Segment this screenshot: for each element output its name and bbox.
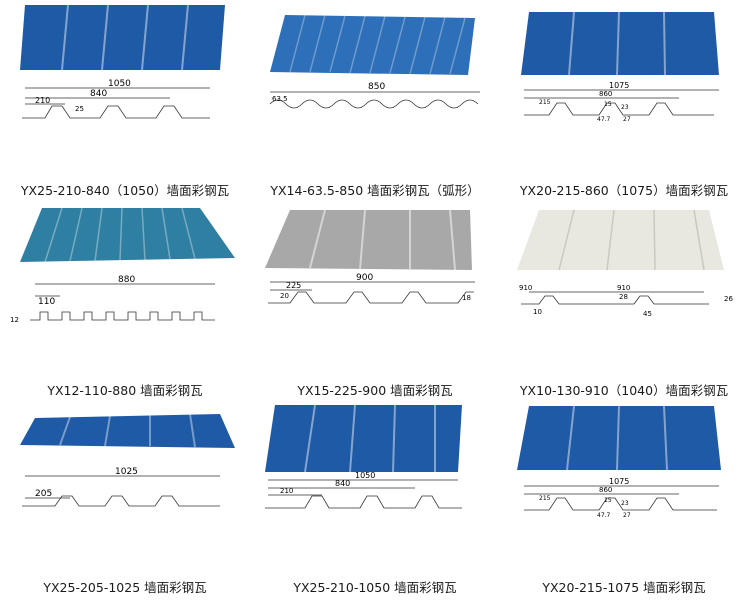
dim-label: 18 [462,294,471,302]
dim-label: 47.7 [597,512,611,519]
product-image: 1050 840 210 [265,404,462,509]
dim-label: 225 [286,281,301,290]
product-image: 900 225 20 18 [265,209,475,304]
roof-panel [517,406,721,470]
dim-label: 1050 [355,471,375,480]
dim-label: 850 [368,82,385,92]
product-caption: YX25-210-840（1050）墙面彩钢瓦 [20,183,230,198]
dim-label: 23 [621,500,629,507]
dim-label: 910 [617,284,630,292]
dim-label: 12 [10,316,19,324]
roof-panel [517,210,724,270]
roof-panel [20,208,235,262]
dim-label: 15 [604,101,612,108]
dim-label: 27 [623,512,631,519]
product-caption: YX20-215-860（1075）墙面彩钢瓦 [519,183,729,198]
dim-label: 1025 [115,467,138,477]
product-card[interactable]: 1075 860 215 15 23 47.7 27 YX20-215-1075… [499,400,749,603]
product-card[interactable]: 1025 205 YX25-205-1025 墙面彩钢瓦 [0,400,250,603]
product-card[interactable]: 900 225 20 18 YX15-225-900 墙面彩钢瓦 [250,200,500,403]
dim-label: 110 [38,297,55,307]
dim-label: 10 [533,308,542,316]
dim-label: 910 [519,284,532,292]
dim-label: 215 [539,99,551,106]
product-caption: YX25-210-1050 墙面彩钢瓦 [293,580,457,595]
roof-panel [270,15,475,75]
dim-label: 45 [643,310,652,318]
dim-label: 840 [90,89,107,99]
product-card[interactable]: 880 110 12 YX12-110-880 墙面彩钢瓦 [0,200,250,403]
product-caption: YX25-205-1025 墙面彩钢瓦 [43,580,207,595]
product-caption: YX14-63.5-850 墙面彩钢瓦（弧形） [270,183,480,198]
product-image: 910 910 28 26 10 45 [517,209,733,318]
dim-label: 900 [356,273,373,283]
product-caption: YX15-225-900 墙面彩钢瓦 [297,383,453,398]
dim-label: 27 [623,116,631,123]
dim-label: 1075 [609,477,629,486]
dim-label: 1050 [108,79,131,89]
roof-panel [20,5,225,70]
dim-label: 26 [724,295,733,303]
product-card[interactable]: 910 910 28 26 10 45 YX10-130-910（1040）墙面… [499,200,749,403]
product-image: 1025 205 [20,413,235,507]
dim-label: 25 [75,105,84,113]
dim-label: 215 [539,495,551,502]
roof-panel [265,210,472,270]
product-caption: YX10-130-910（1040）墙面彩钢瓦 [519,383,729,398]
dim-label: 210 [35,96,50,105]
dim-label: 20 [280,292,289,300]
dim-label: 880 [118,275,135,285]
dim-label: 1075 [609,81,629,90]
product-caption: YX20-215-1075 墙面彩钢瓦 [542,580,706,595]
dim-label: 23 [621,104,629,111]
dim-label: 47.7 [597,116,611,123]
product-image: 1050 840 210 25 [20,4,225,119]
product-caption: YX12-110-880 墙面彩钢瓦 [47,383,203,398]
product-card[interactable]: 1050 840 210 YX25-210-1050 墙面彩钢瓦 [250,400,500,603]
roof-panel [521,12,719,75]
roof-panel [265,405,462,472]
dim-label: 840 [335,479,350,488]
product-image: 880 110 12 [10,207,235,324]
product-image: 1075 860 215 15 23 47.7 27 [517,405,721,519]
product-image: 850 63.5 [269,14,480,109]
dim-label: 210 [280,487,293,495]
product-image: 1075 860 215 15 23 47.7 27 [521,11,719,123]
product-card[interactable]: 1050 840 210 25 YX25-210-840（1050）墙面彩钢瓦 [0,0,250,203]
dim-label: 205 [35,489,52,499]
dim-label: 15 [604,497,612,504]
product-card[interactable]: 1075 860 215 15 23 47.7 27 YX20-215-860（… [499,0,749,203]
product-card[interactable]: 850 63.5 YX14-63.5-850 墙面彩钢瓦（弧形） [250,0,500,203]
roof-panel [20,414,235,448]
dim-label: 860 [599,486,612,494]
dim-label: 28 [619,293,628,301]
dim-label: 860 [599,90,612,98]
dim-label: 63.5 [272,95,288,103]
